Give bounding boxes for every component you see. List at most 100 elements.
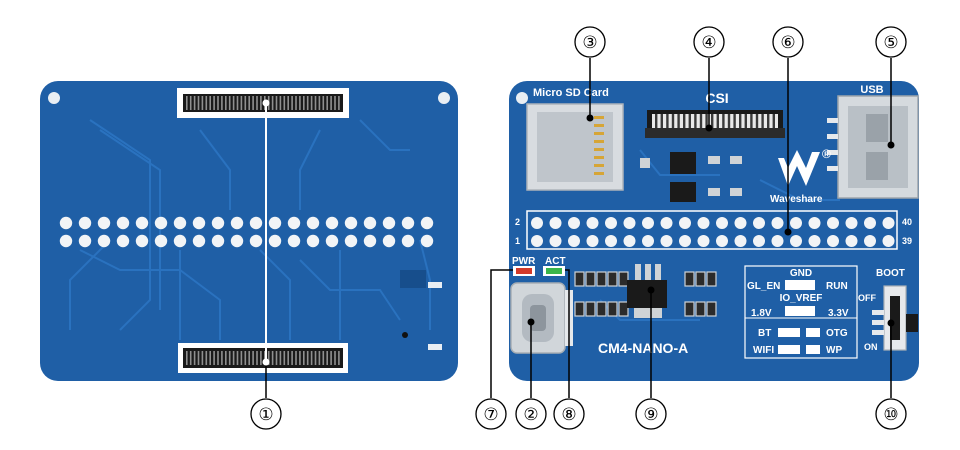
gpio-header-outline — [526, 210, 898, 250]
header-pin — [586, 235, 599, 247]
csi-pin — [722, 114, 725, 130]
jumper-pads — [778, 345, 800, 354]
usb-label: USB — [860, 84, 883, 96]
svg-text:⑥: ⑥ — [780, 33, 795, 52]
connector-pin — [225, 351, 227, 365]
csi-pin — [655, 114, 658, 130]
header-hole — [287, 234, 301, 248]
connector-pin — [225, 96, 227, 110]
connector-pin — [193, 96, 196, 110]
smd-resistor — [684, 271, 695, 287]
gpio-header-40pin — [531, 217, 895, 247]
header-hole — [97, 216, 111, 230]
connector-pin — [248, 351, 250, 365]
off-label: OFF — [858, 293, 876, 303]
header-hole — [211, 216, 225, 230]
csi-pin — [750, 114, 753, 130]
smd-component — [730, 188, 742, 196]
callout-8: ⑧ — [553, 398, 585, 430]
connector-pin — [310, 96, 313, 110]
header-pin — [697, 217, 710, 229]
connector-pin — [306, 351, 309, 365]
connector-pin — [197, 96, 200, 110]
jumper-pads — [785, 306, 815, 316]
header-pin — [568, 217, 580, 229]
connector-pin — [271, 351, 274, 365]
connector-pin — [322, 96, 325, 110]
header-pin — [605, 217, 617, 229]
header-hole — [173, 234, 187, 248]
header-hole — [344, 216, 358, 230]
connector-pin — [232, 96, 235, 110]
connector-pin — [291, 351, 293, 365]
smd-component — [708, 156, 720, 164]
connector-pin — [217, 96, 219, 110]
connector-pin — [186, 351, 188, 365]
header-hole — [135, 216, 149, 230]
csi-pin — [739, 114, 742, 130]
connector-pins — [186, 96, 340, 110]
connector-pin — [186, 96, 188, 110]
svg-text:⑩: ⑩ — [883, 405, 898, 424]
connector-pin — [244, 96, 247, 110]
callout-4: ④ — [693, 26, 725, 58]
jumper-pads — [806, 328, 820, 337]
svg-text:⑦: ⑦ — [483, 405, 498, 424]
connector-pin — [236, 351, 239, 365]
connector-pin — [338, 96, 340, 110]
header-hole — [420, 216, 434, 230]
connector-pin — [209, 96, 211, 110]
header-hole — [135, 234, 149, 248]
connector-pin — [213, 96, 215, 110]
csi-pin — [660, 114, 663, 130]
connector-pin — [338, 351, 340, 365]
header-pin — [753, 217, 765, 229]
header-hole — [154, 234, 168, 248]
ic-chip — [670, 152, 696, 174]
header-pin — [734, 217, 747, 229]
connector-pin — [197, 351, 200, 365]
header-pin — [586, 217, 599, 229]
act-led — [546, 268, 562, 274]
smd-resistor — [585, 271, 596, 287]
header-hole — [211, 234, 225, 248]
connector-pin — [275, 96, 278, 110]
connector-pin — [291, 96, 293, 110]
connector-pin — [318, 351, 321, 365]
smd-resistor — [706, 301, 717, 317]
callout-9: ⑨ — [635, 398, 667, 430]
connector-pin — [330, 351, 332, 365]
io-vref-label: IO_VREF — [780, 293, 823, 304]
back-board — [40, 81, 458, 381]
header-pin — [771, 217, 784, 229]
callout-3: ③ — [574, 26, 606, 58]
header-pin — [716, 235, 728, 247]
connector-pin — [275, 351, 278, 365]
csi-pin — [677, 114, 680, 130]
csi-pin — [671, 114, 675, 130]
header-pin — [549, 217, 562, 229]
header-hole — [344, 234, 358, 248]
header-pin — [771, 235, 784, 247]
header-hole — [192, 216, 206, 230]
connector-pin — [189, 351, 192, 365]
smd-component — [708, 188, 720, 196]
header-pin — [531, 217, 543, 229]
header-hole — [420, 234, 434, 248]
connector-pin — [279, 96, 282, 110]
run-label: RUN — [826, 281, 848, 292]
connector-pin — [271, 96, 274, 110]
connector-pin — [205, 96, 208, 110]
header-hole — [173, 216, 187, 230]
header-pin — [808, 217, 821, 229]
header-hole — [78, 216, 92, 230]
header-pin — [660, 235, 673, 247]
smd-resistor — [574, 271, 585, 287]
csi-pin — [683, 114, 686, 130]
back-traces — [69, 119, 431, 340]
csi-pin — [666, 114, 669, 130]
connector-pin — [334, 351, 336, 365]
board-name: CM4-NANO-A — [598, 340, 688, 356]
connector-pins — [186, 351, 340, 365]
header-hole — [59, 234, 73, 248]
